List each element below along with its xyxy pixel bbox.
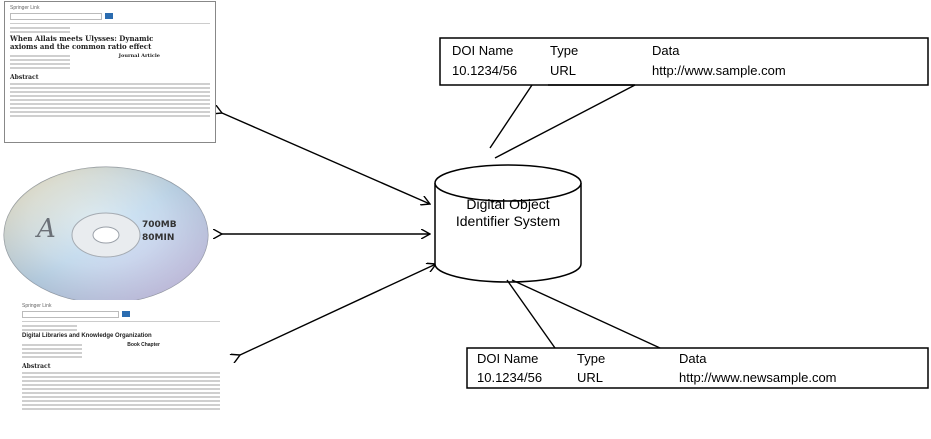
header-data: Data <box>652 43 680 58</box>
journal-article-page: Springer Link When Allais meets Ulysses:… <box>4 1 216 143</box>
header-type: Type <box>577 351 606 366</box>
article-title: When Allais meets Ulysses: Dynamic axiom… <box>10 34 154 51</box>
cell-data: http://www.sample.com <box>652 63 786 78</box>
cell-type: URL <box>577 370 604 385</box>
doi-record-bottom: DOI Name Type Data 10.1234/56 URL http:/… <box>467 348 928 388</box>
header-doi-name: DOI Name <box>452 43 514 58</box>
chapter-title: Digital Libraries and Knowledge Organiza… <box>22 333 152 339</box>
book-chapter-page: Springer Link Digital Libraries and Know… <box>14 300 228 439</box>
brand-logo: Springer Link <box>10 5 40 11</box>
header-data: Data <box>679 351 707 366</box>
cd-rom-disc: A 700MB 80MIN <box>3 166 209 304</box>
doi-system-label-line1: Digital Object <box>466 196 550 212</box>
doi-system-label-line2: Identifier System <box>455 213 561 229</box>
header-doi-name: DOI Name <box>477 351 539 366</box>
doi-record-bottom-callout <box>466 279 929 389</box>
cd-duration-text: 80MIN <box>142 233 174 243</box>
header-type: Type <box>550 43 579 58</box>
cell-doi-name: 10.1234/56 <box>452 63 518 78</box>
doi-record-top: DOI Name Type Data 10.1234/56 URL http:/… <box>440 38 928 85</box>
abstract-heading: Abstract <box>22 363 51 370</box>
cell-doi-name: 10.1234/56 <box>477 370 543 385</box>
abstract-heading: Abstract <box>10 74 39 81</box>
brand-logo: Springer Link <box>22 303 52 309</box>
article-type: Journal Article <box>118 53 160 59</box>
svg-text:A: A <box>35 214 56 244</box>
cd-capacity-text: 700MB <box>142 220 177 230</box>
cell-type: URL <box>550 63 577 78</box>
arrow-chapter-to-doi <box>240 264 436 355</box>
doi-system-label: Digital Object Identifier System <box>440 196 576 230</box>
chapter-type: Book Chapter <box>127 342 160 348</box>
doi-record-top-callout <box>439 37 929 159</box>
cell-data: http://www.newsample.com <box>679 370 837 385</box>
arrow-article-to-doi <box>222 113 430 204</box>
